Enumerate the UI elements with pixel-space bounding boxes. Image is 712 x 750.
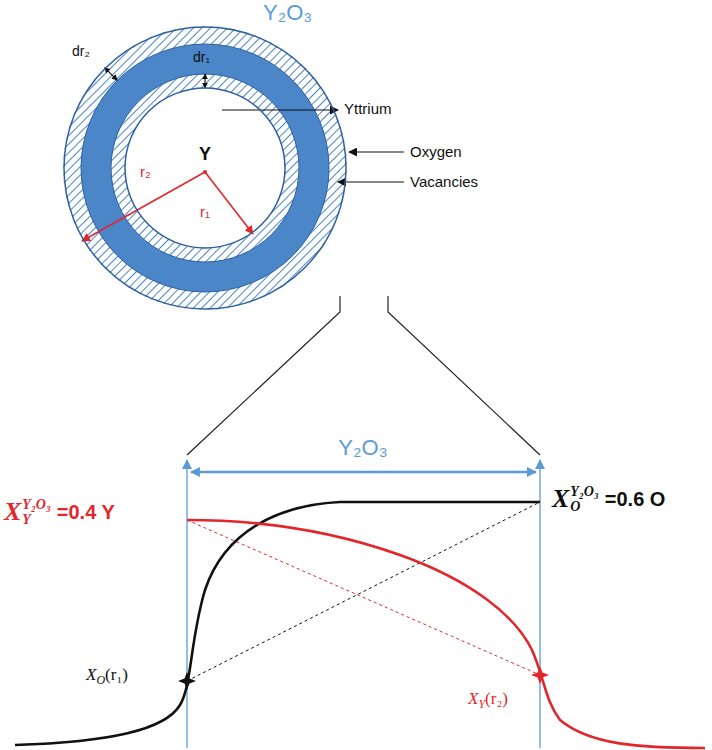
band-arrow (204, 74, 205, 88)
radius-arrow (82, 172, 205, 241)
formula-part: =0.4 Y (57, 501, 115, 523)
formula-part: Y₂O₃ (22, 497, 50, 512)
pointer-arrow (338, 181, 404, 182)
formula-part: (r₁) (105, 666, 128, 685)
script-stack: OY₂O₃ (570, 484, 598, 515)
material-heading: Y₂O₃ (263, 0, 547, 26)
radius-label: r₂ (140, 164, 151, 181)
band-arrow (105, 68, 118, 81)
formula-part: (r₂) (485, 690, 508, 709)
formula-part: Y₂O₃ (570, 484, 598, 499)
dashed-chord (187, 502, 540, 681)
script-stack: YY₂O₃ (22, 497, 50, 528)
region-label: Yttrium (344, 101, 392, 118)
band-width-label: dr₁ (193, 50, 210, 65)
zoom-heading: Y₂O₃ (338, 436, 387, 460)
region-label: Oxygen Vacancies (410, 137, 502, 197)
region-label: Oxygen Vacancies (410, 137, 502, 197)
boundary-line (186, 460, 187, 748)
fraction-label: YY₂O₃X =0.4 Y (4, 497, 115, 528)
pointer-arrow (349, 151, 404, 152)
band-width-label: dr₂ (72, 44, 90, 59)
formula-part: X (86, 666, 96, 685)
point-label: XY(r₂) (468, 690, 508, 709)
yttrium-curve (187, 520, 705, 748)
core-outline (125, 88, 285, 248)
oxide-shell: Y₂O₃Y (63, 0, 347, 310)
pointer-arrow (222, 109, 338, 110)
formula-part: O (570, 499, 580, 514)
zoom-heading: Y₂O₃ (338, 436, 387, 460)
point-label: XO(r₁) (86, 666, 128, 685)
oxygen-curve (15, 502, 540, 745)
formula-part: O (96, 674, 105, 687)
formula-part: X (552, 485, 569, 514)
formula-part: X (468, 690, 478, 709)
point-marker (531, 666, 549, 684)
center-symbol: Y (125, 144, 285, 166)
shell-outline (64, 27, 346, 309)
radius-arrow (205, 172, 253, 234)
zoom-line (187, 296, 340, 455)
radius-label: r₁ (200, 204, 210, 221)
ring-bands (63, 26, 347, 310)
point-marker (178, 672, 196, 690)
zoom-line (388, 296, 540, 455)
band-width-label: dr₂ (72, 44, 90, 59)
formula-part: Y (22, 512, 31, 527)
fraction-label: OY₂O₃X =0.6 O (552, 484, 665, 515)
formula-part: =0.6 O (605, 488, 666, 510)
width-arrow (191, 471, 536, 474)
radius-label: r₁ (200, 204, 210, 221)
band-width-label: dr₁ (193, 50, 210, 65)
formula-part: Y (478, 698, 485, 711)
radius-label: r₂ (140, 164, 151, 181)
formula-part: X (4, 498, 21, 527)
region-label: Yttrium (344, 101, 392, 118)
